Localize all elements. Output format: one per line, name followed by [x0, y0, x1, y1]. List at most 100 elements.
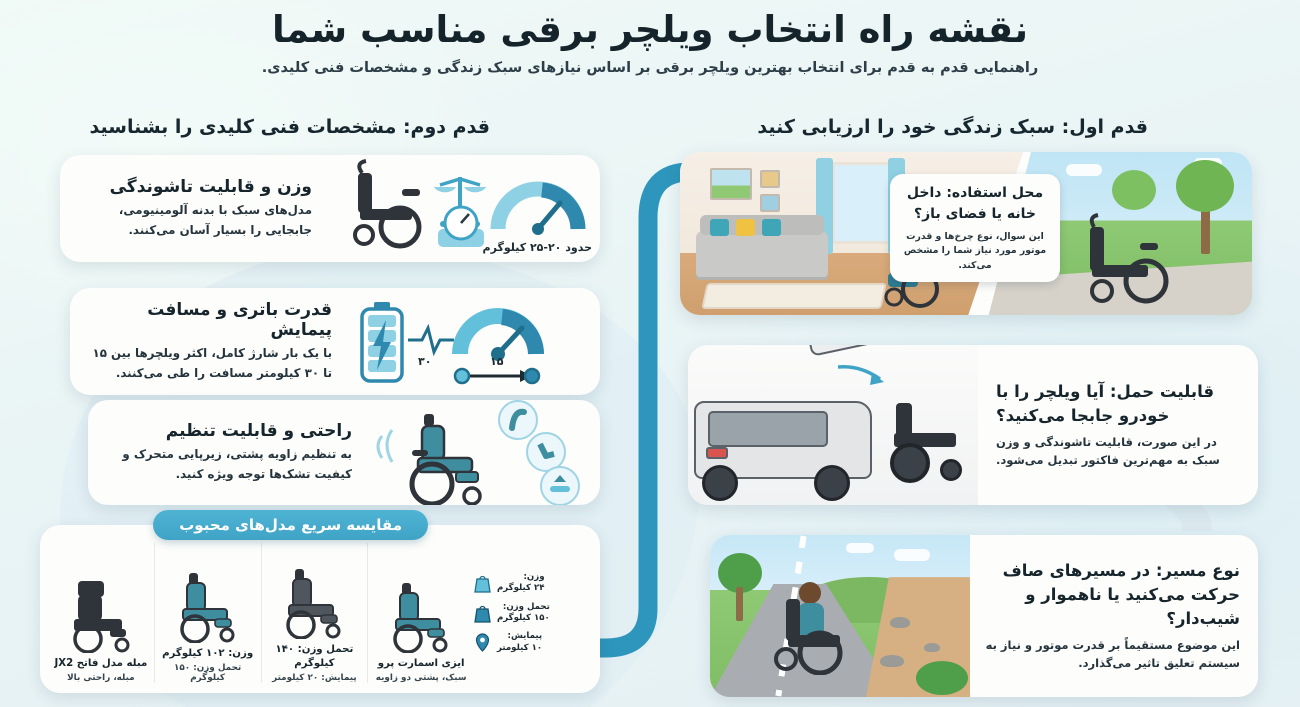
folded-wheelchair-icon [884, 399, 970, 485]
rock-icon [890, 617, 910, 629]
sofa-icon [696, 215, 828, 277]
weighing-scale-icon [438, 205, 484, 247]
comfort-card-text: راحتی و قابلیت تنظیم به تنظیم زاویه پشتی… [88, 421, 370, 484]
spec-label: پیمایش: ۱۰ کیلومتر [497, 631, 543, 653]
model-name: وزن: ۱۰۲ کیلوگرم [162, 648, 254, 660]
teal-wheelchair-icon [409, 414, 482, 505]
card-body: به تنظیم زاویه پشتی، زیرپایی متحرک و کیف… [122, 447, 352, 481]
spec-row: تحمل وزن: ۱۵۰ کیلوگرم [474, 602, 588, 625]
weight-icons-group: حدود ۲۰-۲۵ کیلوگرم [330, 155, 600, 262]
model-name: ایزی اسمارت پرو [377, 658, 465, 670]
model-sub: مبله، راحتی بالا [67, 673, 135, 683]
model-sub: پیمایش: ۲۰ کیلومتر [272, 673, 357, 683]
card-title: نوع مسیر: در مسیرهای صاف حرکت می‌کنید یا… [1002, 561, 1240, 629]
wheelchair-icon [353, 159, 422, 249]
wheelchair-front-wheel [940, 459, 962, 481]
page-subtitle: راهنمایی قدم به قدم برای انتخاب بهترین و… [261, 60, 1039, 76]
tree-trunk-icon [1201, 206, 1210, 254]
range-slider [453, 367, 541, 385]
comparison-column[interactable]: ایزی اسمارت پرو سبک، پشتی دو زاویه [367, 543, 474, 683]
rock-icon [924, 643, 940, 653]
card-body: این موضوع مستقیماً بر قدرت موتور و نیاز … [985, 637, 1240, 671]
card-title: راحتی و قابلیت تنظیم [165, 421, 352, 442]
comfort-icons-group [370, 400, 600, 505]
transport-card-text: قابلیت حمل: آیا ویلچر را با خودرو جابجا … [978, 345, 1258, 505]
card-body: مدل‌های سبک با بدنه آلومینیومی، جابجایی … [118, 203, 312, 237]
spec-card-comfort-adjust[interactable]: راحتی و قابلیت تنظیم به تنظیم زاویه پشتی… [88, 400, 600, 505]
range-max-label: ۳۰ [418, 355, 432, 368]
spec-row: پیمایش: ۱۰ کیلومتر [474, 631, 588, 654]
pillow-icon [710, 219, 729, 236]
pillow-icon [762, 219, 781, 236]
tree-icon [1112, 170, 1156, 210]
wall-picture-icon [710, 168, 752, 200]
wheelchair-rear-wheel [890, 443, 930, 483]
comparison-column[interactable]: تحمل وزن: ۱۴۰ کیلوگرم پیمایش: ۲۰ کیلومتر [260, 543, 368, 683]
outdoor-wheelchair-icon [1089, 213, 1169, 304]
illustration-indoor-outdoor: محل استفاده: داخل خانه یا فضای باز؟ این … [680, 152, 1252, 315]
card-title: قابلیت حمل: آیا ویلچر را با خودرو جابجا … [996, 382, 1215, 426]
taillight-icon [706, 447, 728, 459]
lifestyle-card-place-of-use[interactable]: محل استفاده: داخل خانه یا فضای باز؟ این … [680, 152, 1252, 315]
battery-card-text: قدرت باتری و مسافت پیمایش با یک بار شارژ… [70, 300, 350, 383]
comparison-table[interactable]: وزن: ۲۴ کیلوگرم تحمل وزن: ۱۵۰ کیلوگرم پی… [40, 525, 600, 693]
wheelchair-thumbnail-icon [286, 569, 341, 640]
wall-picture-icon [760, 194, 780, 212]
recline-motion-lines-icon [376, 429, 394, 463]
spec-card-battery-range[interactable]: ۱۵ ۳۰ قدرت باتری و مسافت پیمایش با یک با… [70, 288, 600, 395]
weight-gauge-label: حدود ۲۰-۲۵ کیلوگرم [482, 241, 592, 254]
cloud-icon [1066, 164, 1102, 176]
gauge-icon [490, 181, 586, 235]
card-body: این سوال، نوع چرخ‌ها و قدرت موتور مورد ن… [903, 231, 1047, 271]
model-name: مبله مدل فاتح JX2 [54, 658, 148, 670]
illustration-road-terrain [710, 535, 970, 697]
car-wheel-icon [814, 465, 850, 501]
card-body: در این صورت، قابلیت تاشوندگی و وزن سبک ب… [996, 435, 1220, 468]
comparison-column[interactable]: وزن: ۱۰۲ کیلوگرم تحمل وزن: ۱۵۰ کیلوگرم [153, 543, 261, 683]
lifestyle-card-terrain[interactable]: نوع مسیر: در مسیرهای صاف حرکت می‌کنید یا… [710, 535, 1258, 697]
comparison-badge: مقایسه سریع مدل‌های محبوب [153, 510, 428, 540]
transfer-arrow-icon [837, 365, 884, 385]
wheelchair-backrest [896, 403, 912, 441]
battery-icons-group: ۱۵ ۳۰ [350, 288, 600, 395]
range-pin-icon [475, 633, 490, 653]
wall-picture-icon [760, 170, 780, 188]
wheelchair-thumbnail-icon [393, 583, 448, 654]
rock-icon [880, 655, 904, 668]
comparison-spec-labels: وزن: ۲۴ کیلوگرم تحمل وزن: ۱۵۰ کیلوگرم پی… [474, 543, 592, 683]
model-name: تحمل وزن: ۱۴۰ کیلوگرم [275, 644, 354, 670]
car-hatch-icon [805, 345, 889, 357]
cloud-icon [846, 543, 874, 553]
model-sub: سبک، پشتی دو زاویه [375, 673, 467, 683]
spec-row: وزن: ۲۴ کیلوگرم [474, 572, 588, 595]
spec-label: وزن: ۲۴ کیلوگرم [497, 571, 545, 594]
tree-icon [1176, 160, 1234, 212]
speedometer-icon [452, 308, 544, 361]
window-icon [832, 162, 892, 244]
lifestyle-card-transport[interactable]: قابلیت حمل: آیا ویلچر را با خودرو جابجا … [688, 345, 1258, 505]
terrain-card-text: نوع مسیر: در مسیرهای صاف حرکت می‌کنید یا… [970, 535, 1258, 697]
range-min-label: ۱۵ [490, 355, 504, 368]
battery-icon [360, 302, 404, 383]
bush-icon [916, 661, 968, 695]
cloud-icon [894, 549, 930, 561]
pulse-line-icon [408, 323, 454, 357]
wheelchair-thumbnail-icon [179, 573, 235, 644]
step-two-heading: قدم دوم: مشخصات فنی کلیدی را بشناسید [89, 116, 490, 138]
wheelchair-user-on-road-icon [774, 582, 843, 675]
card-body: با یک بار شارژ کامل، اکثر ویلچرها بین ۱۵… [92, 346, 332, 380]
weight-card-text: وزن و قابلیت تاشوندگی مدل‌های سبک با بدن… [60, 177, 330, 240]
card-title: محل استفاده: داخل خانه یا فضای باز؟ [906, 185, 1044, 222]
card-title: وزن و قابلیت تاشوندگی [109, 177, 312, 198]
model-sub: تحمل وزن: ۱۵۰ کیلوگرم [174, 663, 242, 683]
weight-icon [474, 575, 491, 593]
place-of-use-callout: محل استفاده: داخل خانه یا فضای باز؟ این … [890, 174, 1060, 283]
pillow-icon [736, 219, 755, 236]
car-wheel-icon [702, 465, 738, 501]
illustration-car-and-wheelchair [688, 345, 978, 505]
spec-card-weight-folding[interactable]: حدود ۲۰-۲۵ کیلوگرم وزن و قابلیت تاشوندگی… [60, 155, 600, 262]
page-header: نقشه راه انتخاب ویلچر برقی مناسب شما راه… [0, 8, 1300, 76]
backrest-badge-icon [498, 400, 538, 440]
comparison-column[interactable]: مبله مدل فاتح JX2 مبله، راحتی بالا [48, 543, 154, 683]
page-title: نقشه راه انتخاب ویلچر برقی مناسب شما [272, 8, 1028, 51]
